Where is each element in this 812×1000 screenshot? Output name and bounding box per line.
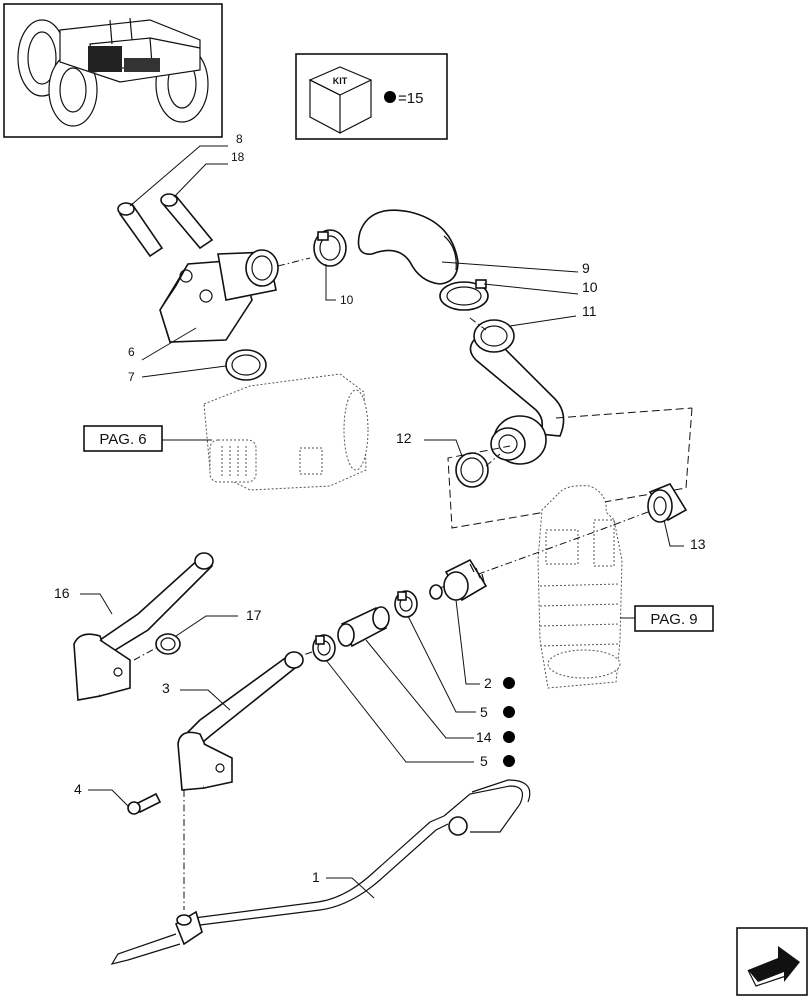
hose-clamp-10b: [439, 279, 489, 311]
callout-14: 14: [476, 729, 492, 745]
callout-10a: 10: [340, 293, 354, 307]
kit-legend: KIT =15: [295, 53, 448, 140]
page-ref-9[interactable]: [634, 605, 714, 632]
callout-17: 17: [246, 607, 262, 623]
filter-housing-ghost: [537, 485, 623, 689]
page-ref-6[interactable]: [83, 425, 163, 452]
callout-5b: 5: [480, 753, 488, 769]
callout-6: 6: [128, 345, 135, 359]
o-ring-17: [155, 633, 181, 655]
callout-2: 2: [484, 675, 492, 691]
kit-badge: KIT: [333, 76, 348, 86]
screw-4: [127, 792, 162, 815]
callout-9: 9: [582, 260, 590, 276]
bolt-18: [160, 193, 214, 250]
callout-18: 18: [231, 150, 245, 164]
callout-10b: 10: [582, 279, 598, 295]
callout-7: 7: [128, 370, 135, 384]
kit-bullet-2: [503, 677, 515, 689]
hose-clamp-5b: [312, 634, 336, 662]
kit-bullet-icon: [384, 91, 396, 103]
callout-3: 3: [162, 680, 170, 696]
kit-bullet-5a: [503, 706, 515, 718]
callout-16: 16: [54, 585, 70, 601]
pipe-16: [73, 552, 214, 701]
callout-11: 11: [582, 303, 597, 319]
callout-5a: 5: [480, 704, 488, 720]
bolt-8: [117, 202, 164, 258]
hose-clamp-5a: [394, 590, 418, 618]
flange-housing: [159, 249, 279, 343]
callout-4: 4: [74, 781, 82, 797]
kit-bullet-14: [503, 731, 515, 743]
bushing-13: [647, 483, 688, 523]
tube-1: [110, 779, 531, 965]
pipe-11: [469, 319, 565, 465]
fitting-2: [429, 558, 488, 602]
callout-1: 1: [312, 869, 320, 885]
page-ref-9-label: PAG. 9: [650, 611, 697, 628]
hydraulic-pump-ghost: [203, 373, 369, 491]
tractor-thumbnail-icon: [3, 3, 223, 138]
callout-12: 12: [396, 430, 412, 446]
callout-13: 13: [690, 536, 706, 552]
hose-14: [337, 606, 390, 648]
kit-bullet-5b: [503, 755, 515, 767]
kit-value: =15: [398, 90, 423, 107]
next-page-arrow-icon[interactable]: [736, 927, 808, 996]
pipe-3: [177, 651, 304, 791]
hose-9: [357, 209, 459, 285]
callout-8: 8: [236, 132, 243, 146]
page-ref-6-label: PAG. 6: [99, 431, 146, 448]
hose-clamp-10a: [313, 229, 347, 267]
